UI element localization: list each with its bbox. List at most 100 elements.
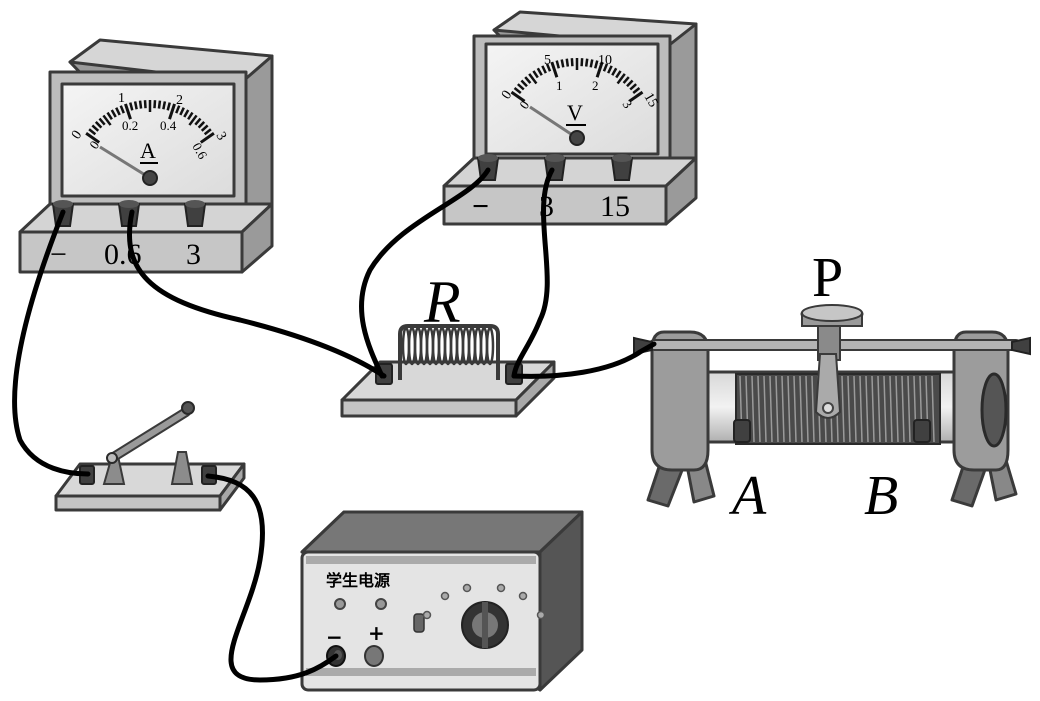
coil-turn	[859, 375, 863, 443]
scale-tick	[524, 76, 532, 84]
rheostat-right-end-hole	[980, 372, 1008, 448]
coil-turn	[901, 375, 905, 443]
ammeter-needle	[99, 145, 151, 180]
scale-tick	[584, 58, 589, 67]
scale-tick	[536, 67, 543, 76]
ammeter-scale-bottom-1: 0.2	[122, 118, 138, 133]
scale-tick	[589, 59, 594, 68]
coil-turn	[931, 375, 935, 443]
wire-resistor-to-rheostat	[511, 341, 657, 379]
power-supply-switch[interactable]	[413, 613, 425, 633]
voltmeter-base-front	[442, 184, 668, 226]
scale-tick	[565, 58, 570, 67]
scale-tick	[594, 60, 599, 69]
ammeter-label-neg: −	[50, 238, 67, 271]
rheostat-label-B: B	[864, 465, 898, 527]
coil-turn	[485, 326, 495, 366]
rheostat-slider-P[interactable]	[800, 304, 864, 419]
coil-turn	[763, 375, 767, 443]
power-supply-title: 学生电源	[326, 571, 390, 590]
coil-turn	[775, 375, 779, 443]
wires	[12, 167, 657, 683]
coil-turn	[781, 375, 785, 443]
voltage-mark	[440, 591, 450, 601]
voltage-mark	[422, 610, 432, 620]
voltmeter-scale-bottom-1: 1	[556, 78, 563, 93]
coil-turn	[889, 375, 893, 443]
coil-turn	[793, 375, 797, 443]
voltmeter-label-neg: −	[472, 190, 489, 223]
coil-turn	[907, 375, 911, 443]
rheostat: P A B	[633, 247, 1031, 527]
scale-tick	[615, 70, 622, 79]
voltmeter-symbol: V	[567, 100, 583, 125]
scale-tick	[187, 111, 194, 120]
scale-tick	[143, 100, 147, 109]
ammeter-scale-top-2: 2	[176, 93, 183, 108]
coil-turn	[799, 375, 803, 443]
coil-turn	[787, 375, 791, 443]
voltmeter-scale-ticks	[510, 58, 644, 103]
voltmeter-scale-bottom-2: 2	[592, 78, 599, 93]
coil-turn	[769, 375, 773, 443]
scale-tick	[162, 101, 167, 110]
voltmeter-scale-top-5: 5	[544, 53, 551, 68]
resistor: R	[340, 269, 556, 418]
rheostat-terminal-B[interactable]	[913, 419, 931, 443]
scale-tick	[622, 76, 630, 84]
scale-tick	[626, 79, 634, 88]
ammeter: 0 1 2 3 0 0.2 0.4 0.6 A − 0.6 3	[18, 38, 274, 274]
scale-tick	[602, 63, 609, 72]
scale-tick	[94, 121, 103, 129]
rheostat-terminal-A[interactable]	[733, 419, 751, 443]
scale-tick	[570, 58, 574, 67]
scale-tick	[595, 61, 604, 78]
scale-tick	[199, 132, 215, 144]
ammeter-scale-top-1: 1	[118, 91, 125, 106]
scale-tick	[188, 114, 198, 126]
scale-tick	[607, 65, 613, 74]
power-supply: 学生电源 − +	[300, 510, 584, 692]
scale-tick	[520, 79, 528, 88]
wire-ammeter-neg-to-switch	[12, 209, 91, 477]
voltmeter-pivot	[569, 130, 585, 146]
scale-tick	[194, 117, 202, 126]
scale-tick	[153, 100, 157, 109]
switch-lever[interactable]	[106, 401, 195, 464]
scale-tick	[611, 67, 618, 76]
scale-tick	[157, 100, 162, 109]
rheostat-rod-right-knob[interactable]	[1011, 336, 1031, 356]
scale-tick	[88, 128, 97, 136]
voltage-mark	[462, 583, 472, 593]
coil-turn	[853, 375, 857, 443]
ammeter-label-3: 3	[186, 238, 201, 271]
resistor-base-front	[340, 398, 518, 418]
scale-tick	[513, 87, 522, 94]
ammeter-terminal-3[interactable]	[183, 200, 207, 227]
switch-base-front	[54, 494, 222, 512]
power-supply-terminal-pos[interactable]	[364, 645, 384, 667]
scale-tick	[133, 101, 138, 110]
scale-tick	[106, 111, 113, 120]
scale-tick	[115, 107, 121, 116]
voltmeter-terminal-15[interactable]	[610, 154, 634, 181]
scale-tick	[129, 102, 134, 111]
power-supply-front-stripe-bottom	[306, 668, 536, 676]
voltmeter: 0 5 10 15 0 1 2 3 V − 3 15	[442, 10, 698, 226]
scale-tick	[98, 117, 106, 126]
ammeter-symbol: A	[140, 138, 156, 163]
voltage-mark	[518, 591, 528, 601]
ammeter-pivot	[142, 170, 158, 186]
rheostat-slider-label: P	[812, 247, 843, 309]
scale-tick	[632, 87, 641, 94]
voltmeter-scale-top-15: 15	[641, 91, 661, 111]
ammeter-scale-bottom-3: 0.6	[189, 140, 210, 162]
scale-tick	[110, 109, 117, 118]
rheostat-left-end	[650, 330, 710, 472]
coil-turn	[877, 375, 881, 443]
scale-tick	[560, 59, 565, 68]
coil-turn	[751, 375, 755, 443]
voltage-mark	[536, 610, 546, 620]
power-supply-voltage-knob[interactable]	[461, 601, 509, 649]
